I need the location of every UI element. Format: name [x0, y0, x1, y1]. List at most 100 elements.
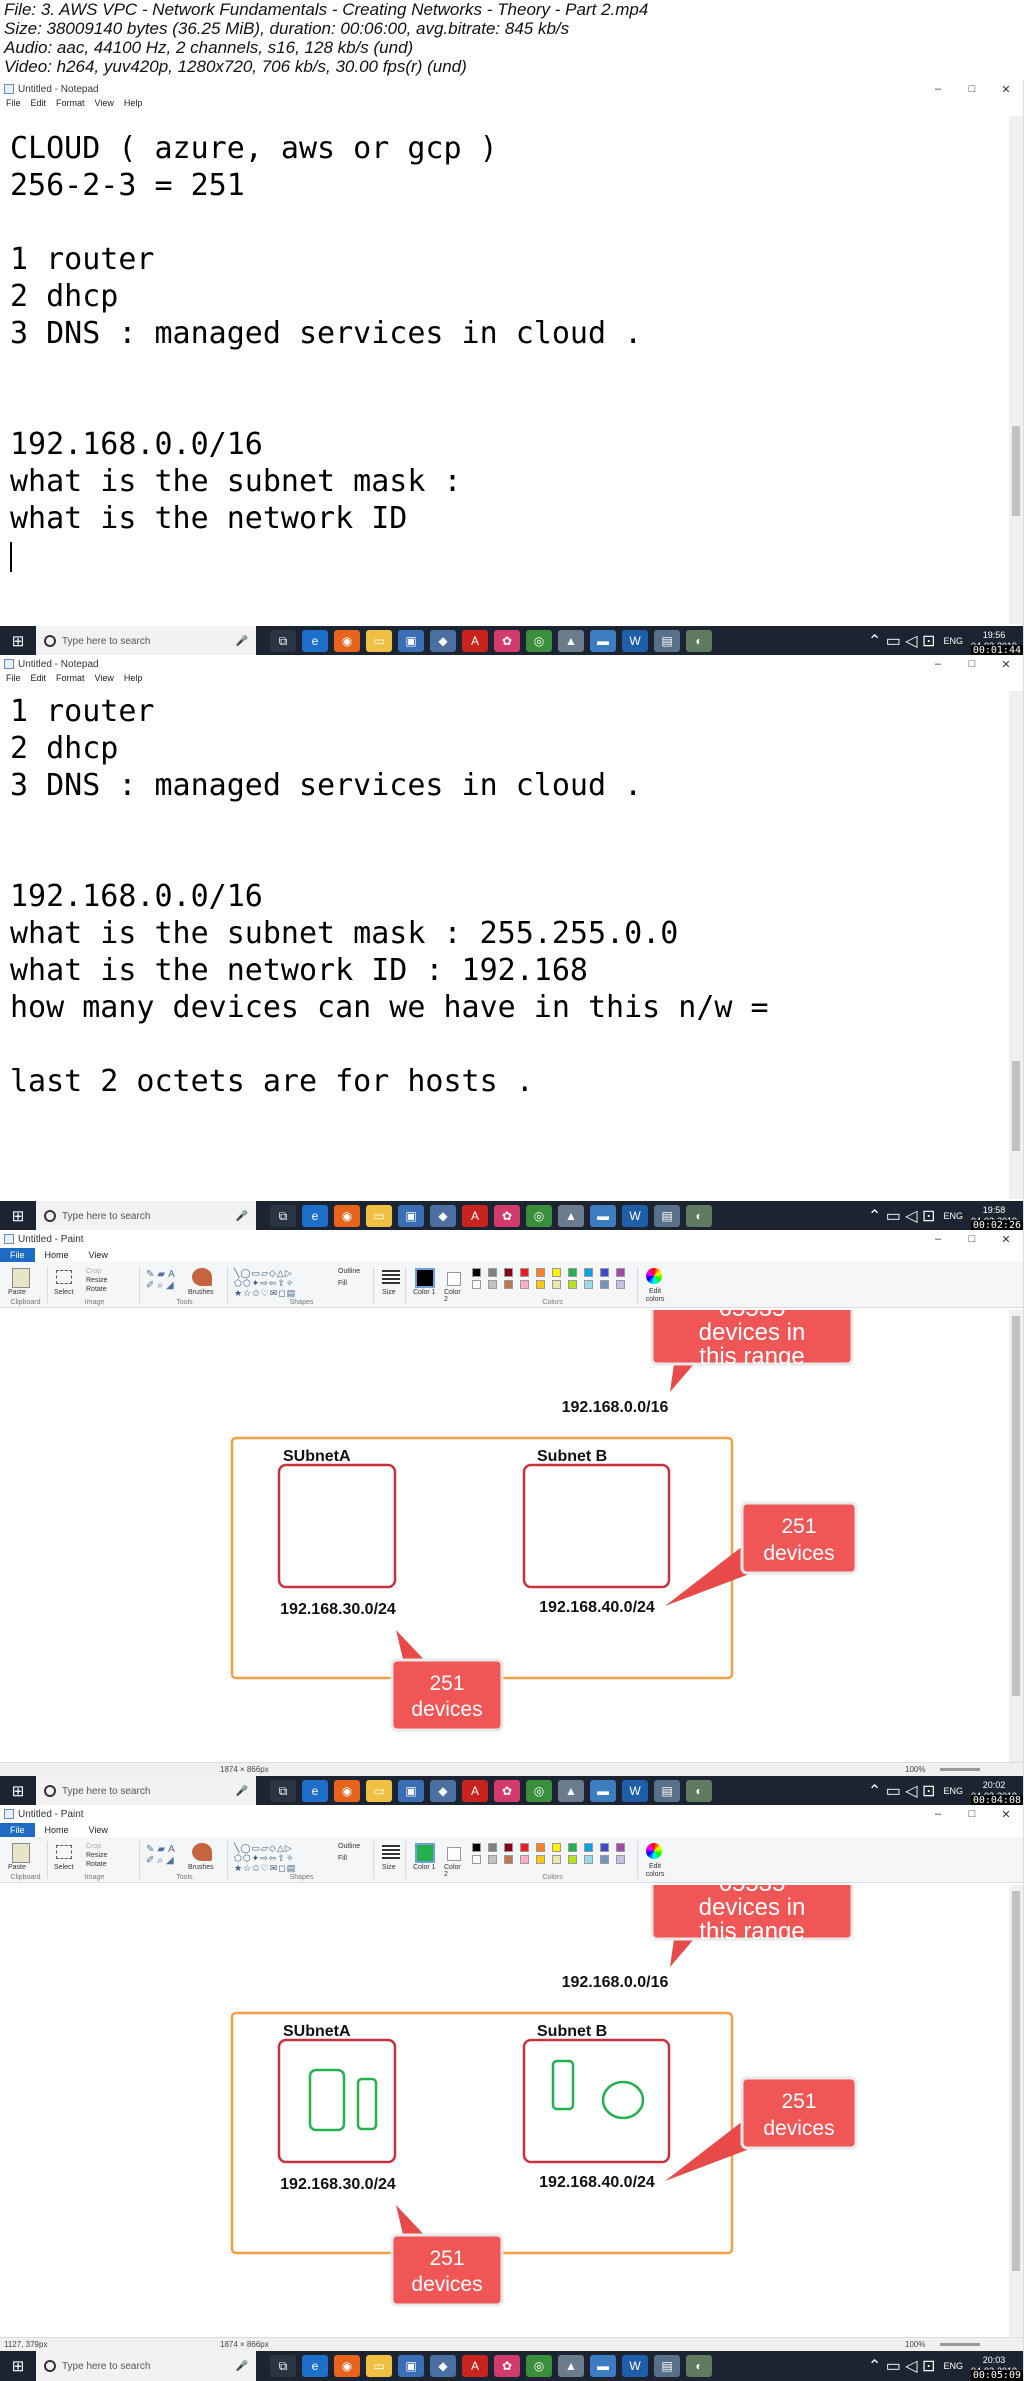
palette-swatch[interactable]: [584, 1843, 593, 1852]
app-icon[interactable]: ◐: [686, 630, 712, 652]
windows-start-icon[interactable]: ⊞: [11, 1208, 25, 1225]
paste-icon[interactable]: [12, 1843, 30, 1863]
select-icon[interactable]: [56, 1845, 72, 1859]
palette-swatch[interactable]: [488, 1268, 497, 1277]
app-icon[interactable]: ✿: [494, 2355, 520, 2377]
edit-colors-button[interactable]: Edit colors: [645, 1288, 665, 1303]
maximize-button[interactable]: □: [968, 1232, 976, 1245]
size-icon[interactable]: [382, 1270, 400, 1284]
palette-swatch[interactable]: [472, 1855, 481, 1864]
edit-colors-icon[interactable]: [646, 1843, 662, 1859]
task-view-icon[interactable]: ⧉: [270, 630, 296, 652]
notepad-taskbar-icon[interactable]: ▤: [654, 1780, 680, 1802]
store-icon[interactable]: ▣: [398, 630, 424, 652]
tool-icons[interactable]: ✎▰A✐⌕◢: [146, 1269, 178, 1291]
palette-swatch[interactable]: [504, 1855, 513, 1864]
paste-button[interactable]: Paste: [8, 1289, 26, 1296]
word-icon[interactable]: W: [622, 2355, 648, 2377]
app-icon[interactable]: ◆: [430, 630, 456, 652]
task-view-icon[interactable]: ⧉: [270, 1780, 296, 1802]
scrollbar-thumb[interactable]: [1012, 1316, 1020, 1696]
palette-swatch[interactable]: [568, 1280, 577, 1289]
brushes-icon[interactable]: [192, 1268, 212, 1286]
paste-button[interactable]: Paste: [8, 1864, 26, 1871]
pdf-icon[interactable]: A: [462, 630, 488, 652]
pdf-icon[interactable]: A: [462, 1205, 488, 1227]
crop-button[interactable]: Crop: [86, 1268, 102, 1275]
word-icon[interactable]: W: [622, 1205, 648, 1227]
taskbar-search[interactable]: Type here to search 🎤: [36, 1776, 256, 1806]
edge-icon[interactable]: e: [302, 1780, 328, 1802]
firefox-icon[interactable]: ◉: [334, 1205, 360, 1227]
language-indicator[interactable]: ENG: [943, 1786, 963, 1796]
scrollbar-thumb[interactable]: [1012, 426, 1020, 516]
outline-button[interactable]: Outline: [338, 1268, 361, 1275]
edit-colors-button[interactable]: Edit colors: [645, 1863, 665, 1878]
close-button[interactable]: ✕: [1001, 83, 1011, 96]
menu-help[interactable]: Help: [123, 98, 143, 108]
tab-home[interactable]: Home: [44, 1250, 69, 1260]
size-button[interactable]: Size: [382, 1864, 396, 1871]
task-view-icon[interactable]: ⧉: [270, 2355, 296, 2377]
vertical-scrollbar[interactable]: [1009, 1310, 1023, 1762]
vertical-scrollbar[interactable]: [1009, 691, 1023, 1199]
windows-start-icon[interactable]: ⊞: [11, 633, 25, 650]
paste-icon[interactable]: [12, 1268, 30, 1288]
color1-swatch[interactable]: [415, 1843, 435, 1863]
chrome-icon[interactable]: ◎: [526, 2355, 552, 2377]
select-button[interactable]: Select: [54, 1289, 74, 1296]
palette-swatch[interactable]: [504, 1280, 513, 1289]
shapes-gallery[interactable]: ╲◯▭▱◇△▷⬠⬡✦⇨⇦⇧✧★☆✩♡✉◻▤: [234, 1268, 297, 1298]
color1-button[interactable]: Color 1: [413, 1289, 436, 1296]
app-icon[interactable]: ▲: [558, 630, 584, 652]
resize-button[interactable]: Resize: [86, 1277, 108, 1284]
app-icon[interactable]: ✿: [494, 1780, 520, 1802]
menu-view[interactable]: View: [94, 673, 114, 683]
palette-swatch[interactable]: [568, 1855, 577, 1864]
palette-swatch[interactable]: [616, 1843, 625, 1852]
palette-swatch[interactable]: [536, 1280, 545, 1289]
size-button[interactable]: Size: [382, 1289, 396, 1296]
maximize-button[interactable]: □: [968, 657, 976, 670]
app-icon[interactable]: ✿: [494, 630, 520, 652]
store-icon[interactable]: ▣: [398, 1780, 424, 1802]
color1-button[interactable]: Color 1: [413, 1864, 436, 1871]
zoom-slider[interactable]: [940, 1768, 980, 1771]
color2-swatch[interactable]: [447, 1272, 461, 1286]
notepad-text-area[interactable]: 1 router 2 dhcp 3 DNS : managed services…: [0, 691, 1010, 1199]
minimize-button[interactable]: –: [934, 1232, 942, 1245]
palette-swatch[interactable]: [552, 1855, 561, 1864]
palette-swatch[interactable]: [600, 1268, 609, 1277]
palette-swatch[interactable]: [488, 1843, 497, 1852]
file-explorer-icon[interactable]: ▭: [366, 630, 392, 652]
tray-icons[interactable]: ⌃ ▭ ◁ ⊡: [867, 1783, 936, 1800]
notepad-taskbar-icon[interactable]: ▤: [654, 2355, 680, 2377]
tray-icons[interactable]: ⌃ ▭ ◁ ⊡: [867, 633, 936, 650]
shapes-gallery[interactable]: ╲◯▭▱◇△▷⬠⬡✦⇨⇦⇧✧★☆✩♡✉◻▤: [234, 1843, 297, 1873]
palette-swatch[interactable]: [600, 1843, 609, 1852]
edge-icon[interactable]: e: [302, 630, 328, 652]
tray-icons[interactable]: ⌃ ▭ ◁ ⊡: [867, 2358, 936, 2375]
paint-canvas[interactable]: 65535 devices in this range 192.168.0.0/…: [0, 1290, 1010, 1764]
menu-file[interactable]: File: [6, 98, 21, 108]
taskbar-search[interactable]: Type here to search 🎤: [36, 1201, 256, 1231]
zoom-slider[interactable]: [940, 2343, 980, 2346]
store-icon[interactable]: ▣: [398, 1205, 424, 1227]
palette-swatch[interactable]: [520, 1280, 529, 1289]
rotate-button[interactable]: Rotate: [86, 1286, 107, 1293]
resize-button[interactable]: Resize: [86, 1852, 108, 1859]
palette-swatch[interactable]: [600, 1855, 609, 1864]
fill-button[interactable]: Fill: [338, 1855, 347, 1862]
app-icon[interactable]: ◐: [686, 1780, 712, 1802]
taskbar-search[interactable]: Type here to search 🎤: [36, 626, 256, 656]
menu-format[interactable]: Format: [56, 673, 85, 683]
palette-swatch[interactable]: [488, 1280, 497, 1289]
scrollbar-thumb[interactable]: [1012, 1061, 1020, 1151]
microphone-icon[interactable]: 🎤: [235, 1210, 248, 1222]
maximize-button[interactable]: □: [968, 82, 976, 95]
minimize-button[interactable]: –: [934, 1807, 942, 1820]
color2-button[interactable]: Color 2: [444, 1864, 461, 1878]
firefox-icon[interactable]: ◉: [334, 2355, 360, 2377]
palette-swatch[interactable]: [552, 1843, 561, 1852]
app-icon[interactable]: ▬: [590, 1780, 616, 1802]
